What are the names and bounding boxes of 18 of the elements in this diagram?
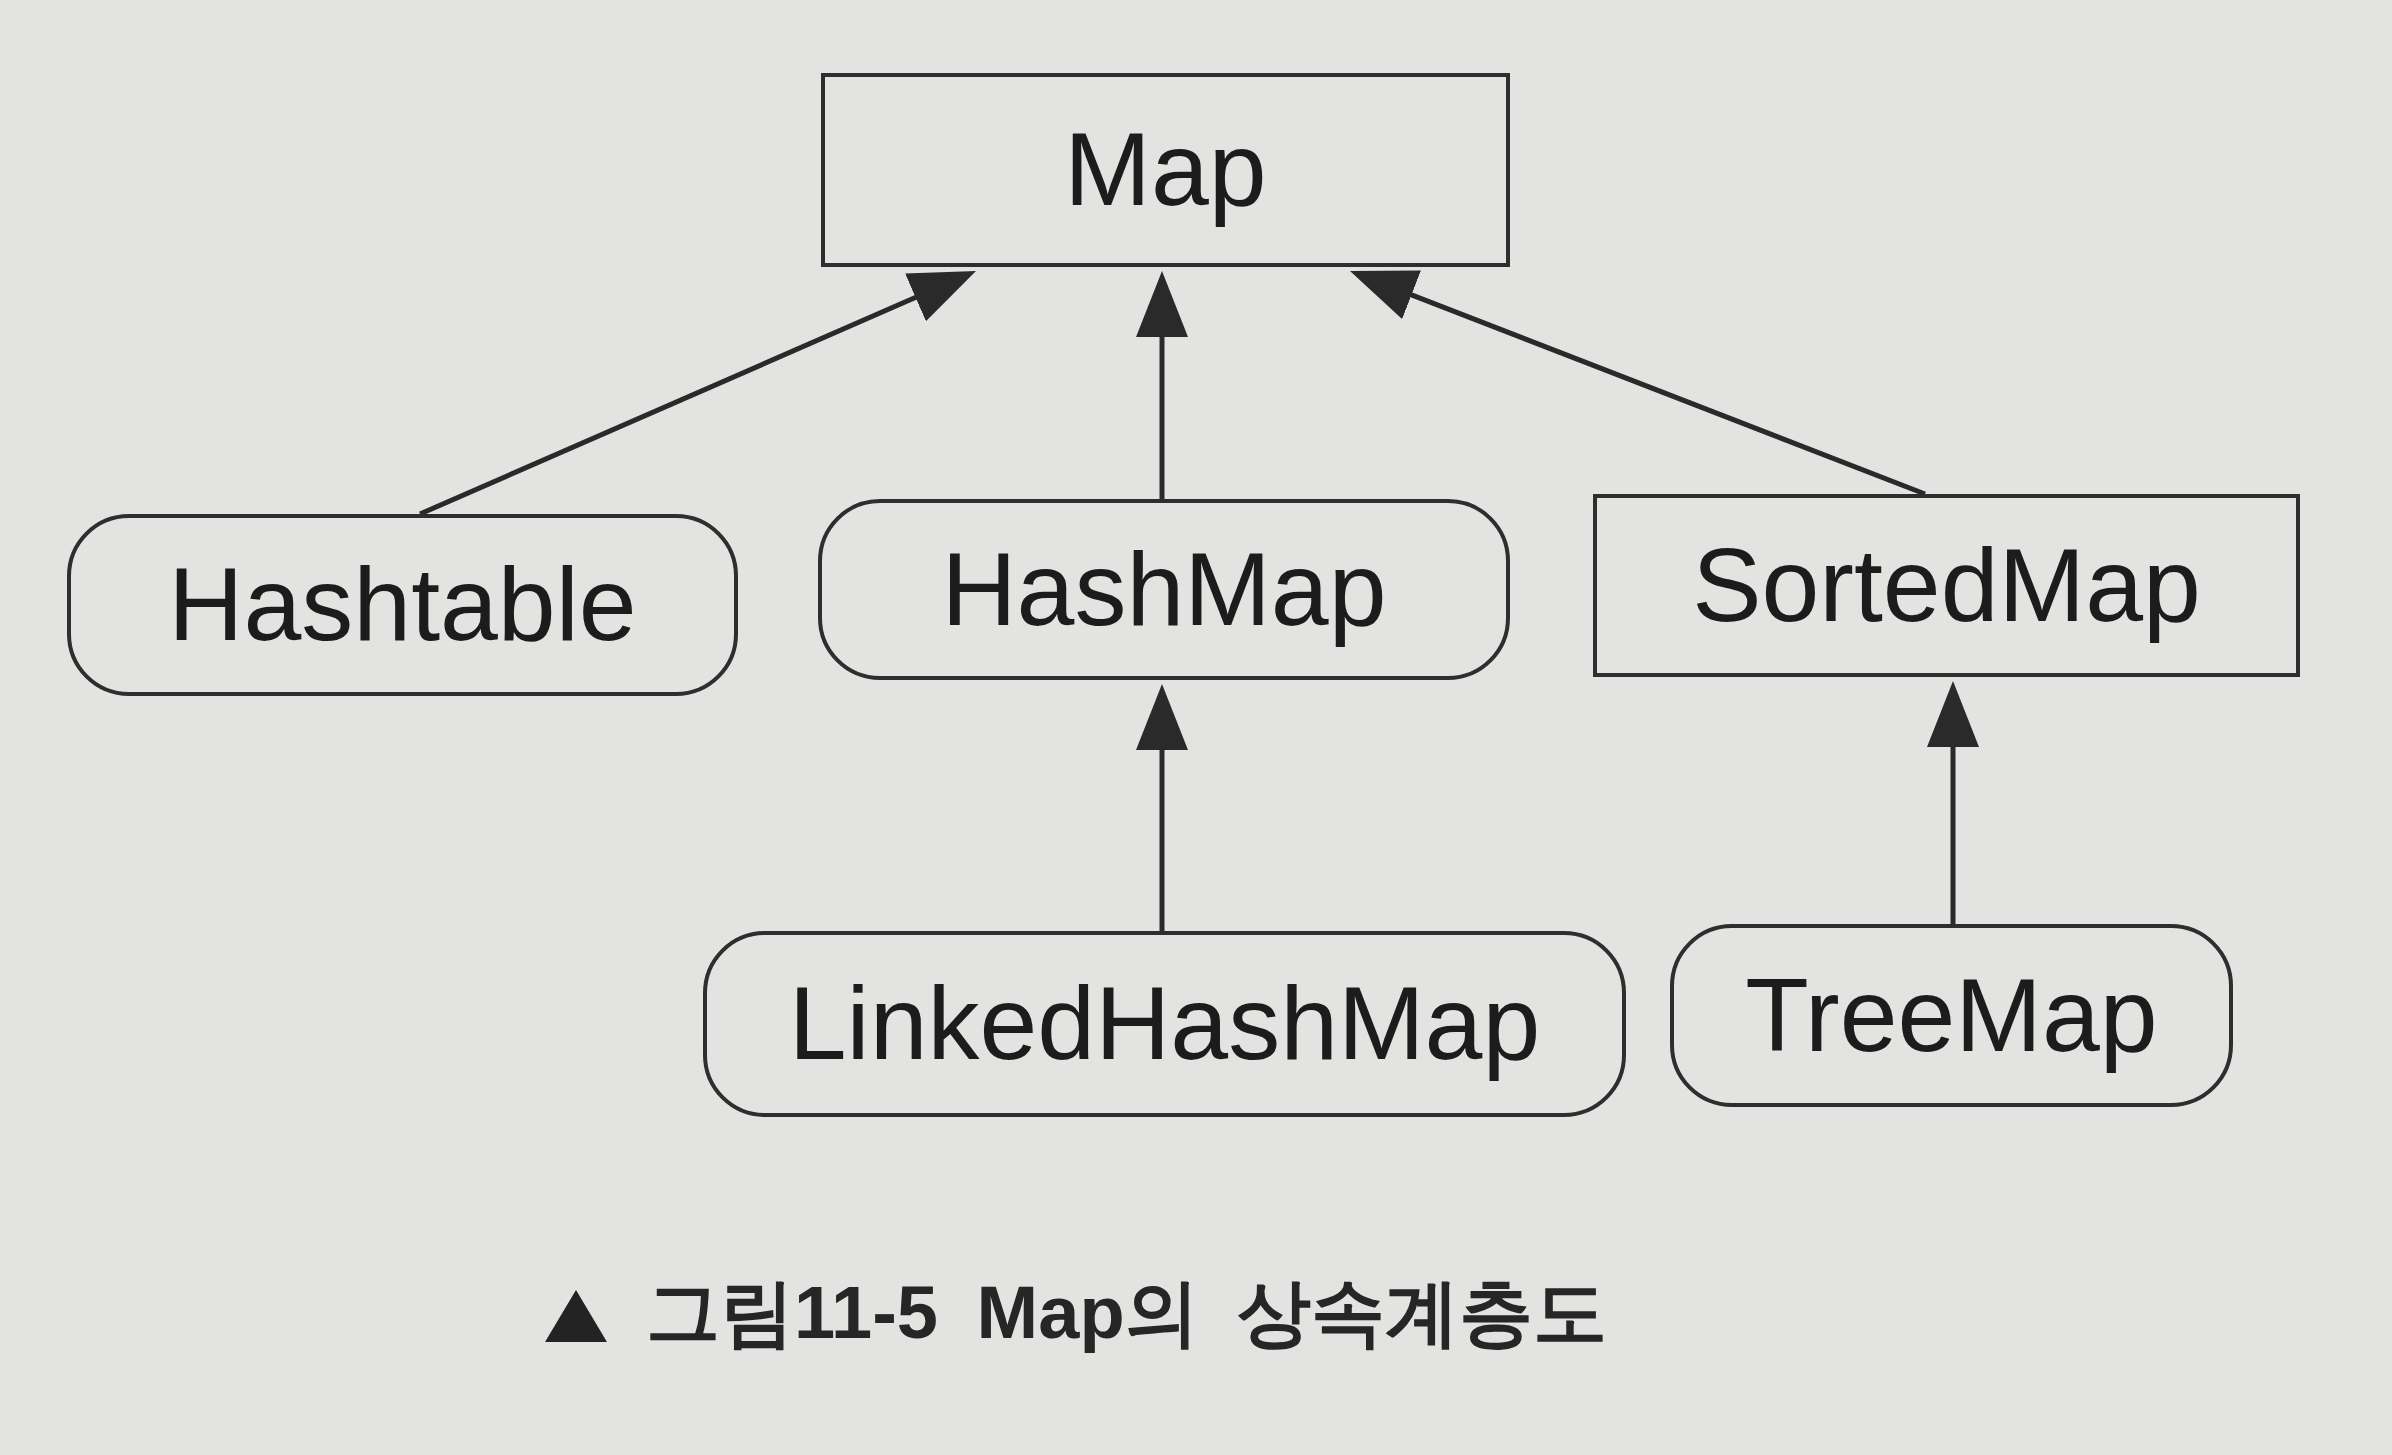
class-name: TreeMap <box>1745 960 2158 1071</box>
class-name: LinkedHashMap <box>788 969 1541 1079</box>
class-box <box>67 514 738 696</box>
figure-caption: 그림11-5 Map의 상속계층도 <box>646 1272 1608 1354</box>
class-box <box>818 499 1510 680</box>
class-box <box>703 931 1626 1117</box>
arrow <box>1136 271 1188 499</box>
arrow <box>1136 684 1188 931</box>
arrow <box>1927 681 1979 924</box>
class-name: HashMap <box>941 534 1387 645</box>
arrow <box>419 271 976 517</box>
class-name: Map <box>1064 115 1267 225</box>
interface-box <box>1593 494 2300 677</box>
class-box <box>1670 924 2233 1107</box>
arrow <box>1350 270 1926 497</box>
interface-box <box>821 73 1510 267</box>
class-name: SortedMap <box>1692 530 2201 641</box>
class-name: Hashtable <box>168 550 637 660</box>
